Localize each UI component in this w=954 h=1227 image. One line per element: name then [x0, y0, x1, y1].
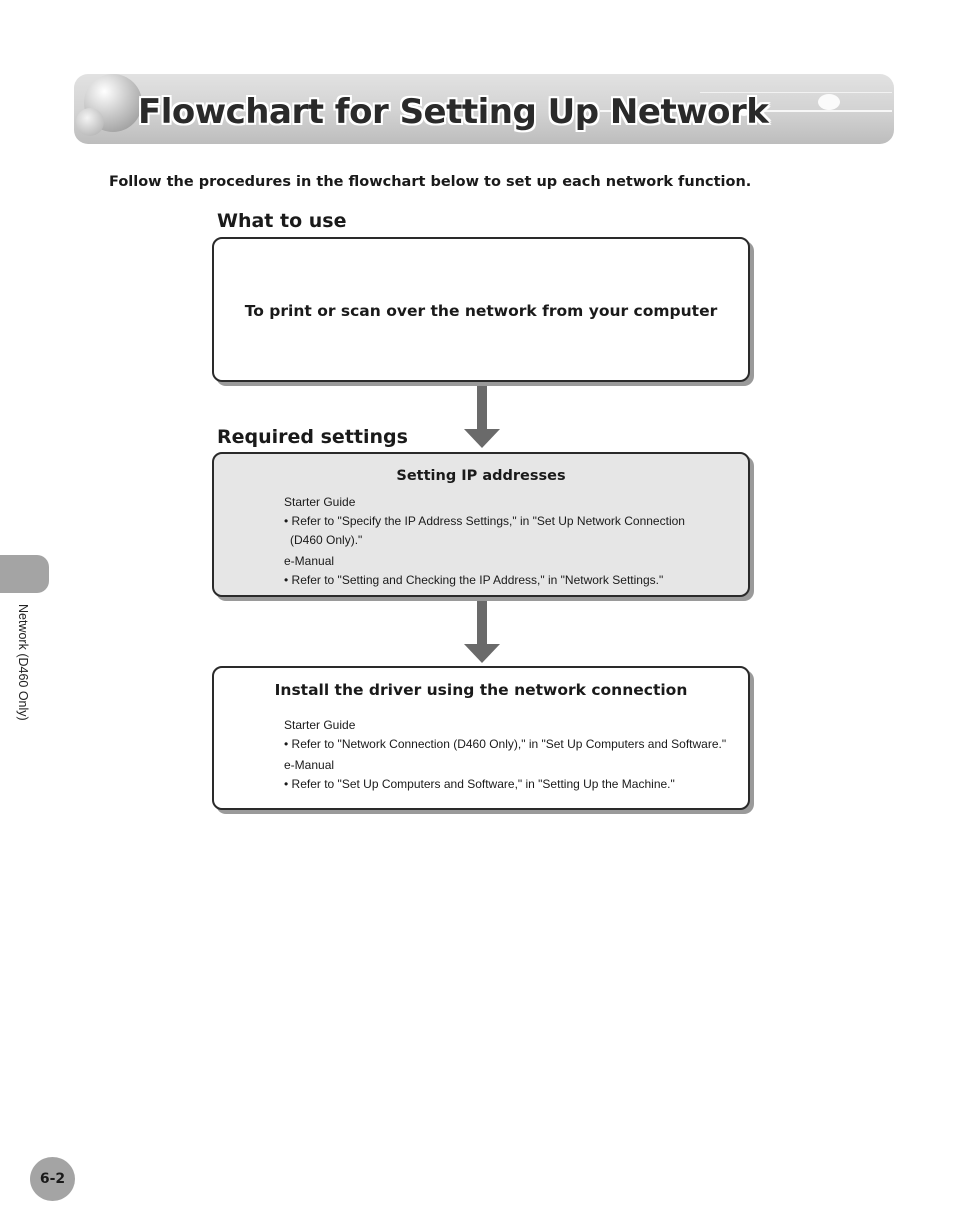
reference-list: Starter Guide • Refer to "Specify the IP… [284, 493, 742, 590]
flow-step-title: Install the driver using the network con… [214, 681, 748, 699]
reference-item: • Refer to "Set Up Computers and Softwar… [284, 775, 742, 794]
reference-label: Starter Guide [284, 716, 742, 735]
banner-sphere-icon [76, 108, 104, 136]
flow-step-text: To print or scan over the network from y… [214, 302, 748, 320]
flow-step-purpose: To print or scan over the network from y… [212, 237, 750, 382]
flow-step-ip-settings: Setting IP addresses Starter Guide • Ref… [212, 452, 750, 597]
down-arrow-icon [462, 386, 502, 448]
reference-item: • Refer to "Network Connection (D460 Onl… [284, 735, 742, 754]
reference-label: e-Manual [284, 756, 742, 775]
reference-item: • Refer to "Setting and Checking the IP … [284, 571, 742, 590]
section-heading-what-to-use: What to use [217, 210, 346, 232]
reference-label: Starter Guide [284, 493, 742, 512]
flow-step-title: Setting IP addresses [214, 468, 748, 484]
reference-label: e-Manual [284, 552, 742, 571]
reference-list: Starter Guide • Refer to "Network Connec… [284, 716, 742, 794]
intro-text: Follow the procedures in the flowchart b… [109, 174, 751, 190]
chapter-tab [0, 555, 49, 593]
section-heading-required-settings: Required settings [217, 426, 408, 448]
chapter-label: Network (D460 Only) [16, 604, 30, 721]
reference-item-continued: (D460 Only)." [284, 531, 742, 550]
banner-decoration [818, 94, 840, 110]
page-number: 6-2 [30, 1157, 75, 1201]
down-arrow-icon [462, 601, 502, 663]
reference-item: • Refer to "Specify the IP Address Setti… [284, 512, 742, 531]
flow-step-install-driver: Install the driver using the network con… [212, 666, 750, 810]
page-title: Flowchart for Setting Up Network [138, 92, 768, 132]
